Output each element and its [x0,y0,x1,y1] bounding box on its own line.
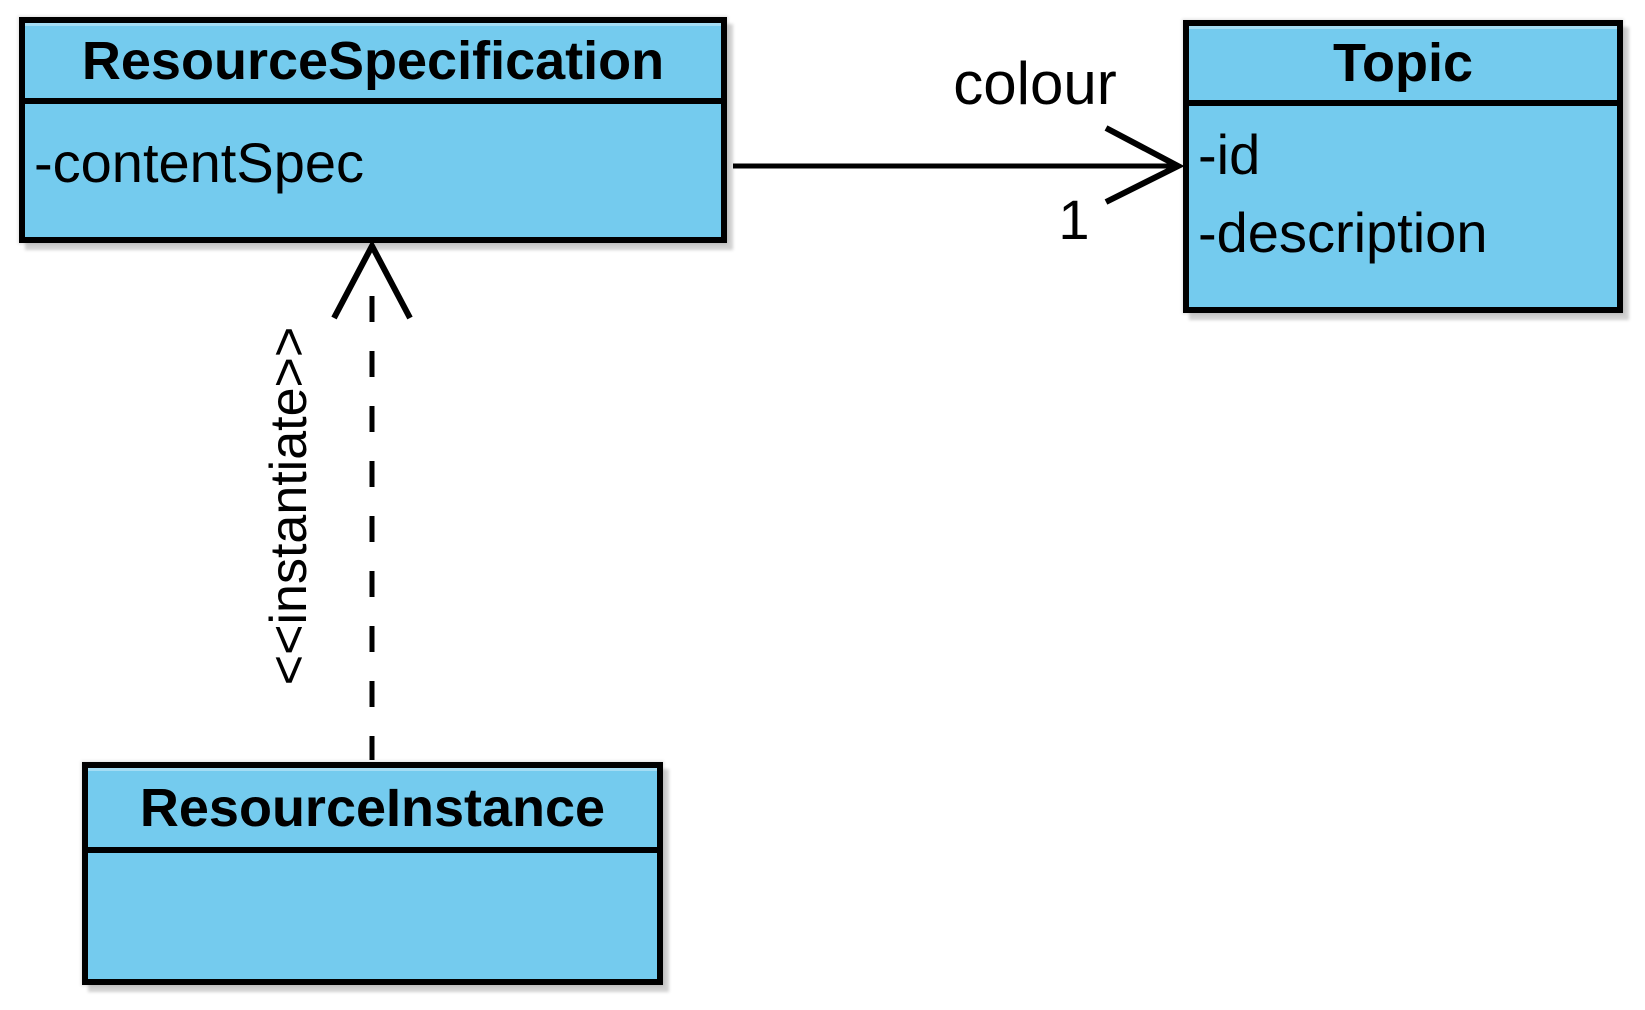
association-name-label: colour [953,50,1117,117]
association-multiplicity-label: 1 [1058,188,1090,251]
class-title: ResourceInstance [88,768,657,853]
class-title: Topic [1189,26,1617,106]
class-title: ResourceSpecification [25,23,721,104]
dependency-open-arrowhead-icon [331,239,413,320]
class-attribute: -contentSpec [34,131,364,194]
class-node-resource-specification[interactable]: ResourceSpecification -contentSpec [19,17,727,243]
class-attribute: -description [1198,201,1488,264]
class-node-resource-instance[interactable]: ResourceInstance [82,762,663,985]
class-attributes-section: -contentSpec [25,104,721,194]
dependency-stereotype-label: <<instantiate>> [260,326,318,686]
class-attributes-section: -id -description [1189,106,1617,272]
class-node-topic[interactable]: Topic -id -description [1183,20,1623,313]
class-attribute: -id [1198,123,1261,186]
association-open-arrowhead-icon [1104,125,1185,205]
